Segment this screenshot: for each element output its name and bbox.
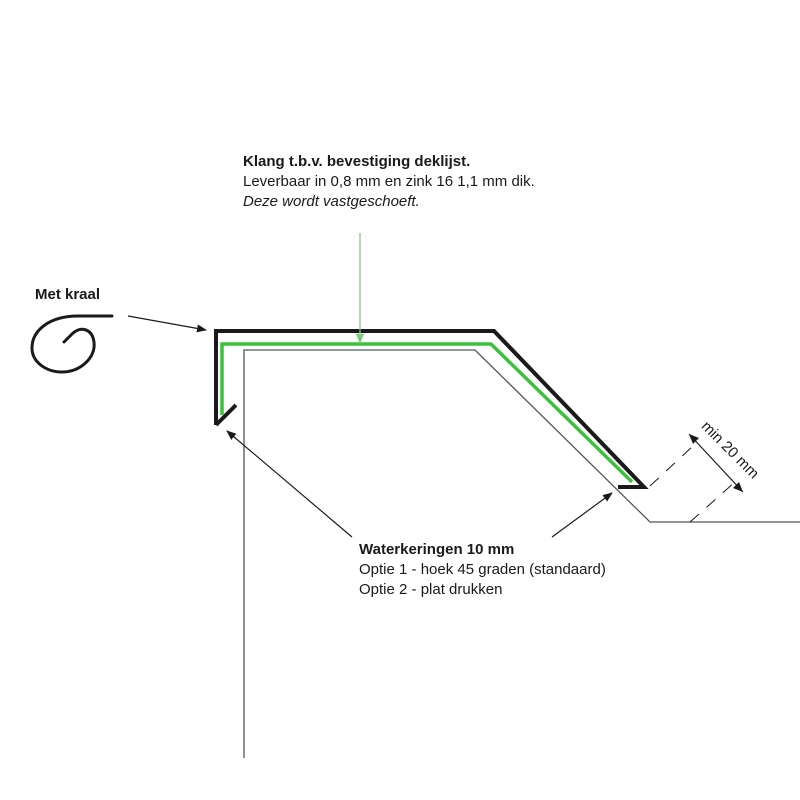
dimension-arrow-top (689, 434, 699, 444)
extension-line-bottom (689, 481, 736, 523)
bead-icon (30, 314, 114, 374)
coping-profile (214, 329, 649, 489)
dimension-arrow-bottom (733, 482, 743, 492)
drip-option-1: Optie 1 - hoek 45 graden (standaard) (359, 561, 606, 578)
drip-arrow-left (226, 430, 353, 538)
clip-note: Deze wordt vastgeschoeft. (243, 193, 420, 210)
clip-strip (220, 342, 634, 484)
clip-title: Klang t.b.v. bevestiging deklijst. (243, 153, 471, 170)
drip-edges-title: Waterkeringen 10 mm (359, 541, 515, 558)
extension-line-top (649, 445, 694, 487)
wall-outline (243, 349, 800, 758)
bead-label: Met kraal (35, 286, 101, 303)
bead-arrow (127, 315, 207, 333)
drip-edges-annotation: Waterkeringen 10 mm Optie 1 - hoek 45 gr… (359, 540, 606, 600)
left-drip-edge (214, 403, 238, 427)
drip-arrow-right (551, 492, 613, 538)
dimension-line (688, 433, 744, 493)
clip-spec: Leverbaar in 0,8 mm en zink 16 1,1 mm di… (243, 173, 535, 190)
clip-annotation: Klang t.b.v. bevestiging deklijst. Lever… (243, 152, 535, 212)
drip-option-2: Optie 2 - plat drukken (359, 581, 503, 598)
